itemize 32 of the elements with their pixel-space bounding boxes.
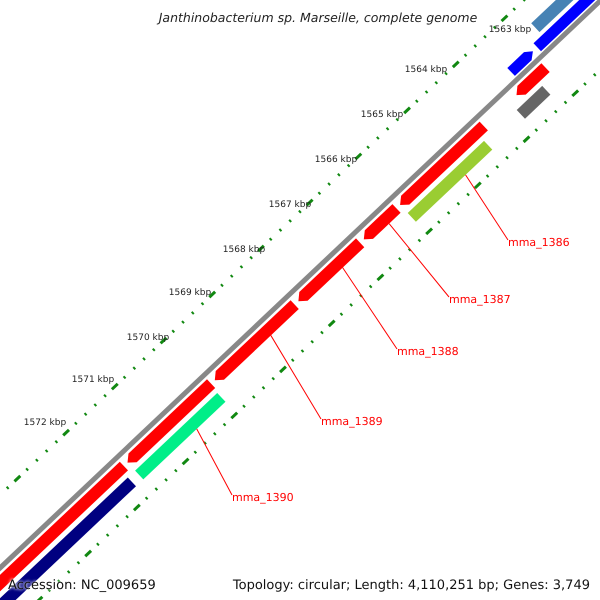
scale-label: 1566 kbp bbox=[314, 155, 358, 165]
gene-feature bbox=[135, 393, 226, 480]
gene-feature bbox=[408, 140, 492, 222]
scale-label: 1567 kbp bbox=[268, 200, 312, 210]
scale-label: 1570 kbp bbox=[126, 333, 170, 343]
genome-info-text: Topology: circular; Length: 4,110,251 bp; Genes: 3,749 bbox=[232, 578, 590, 593]
gene-label: mma_1389 bbox=[321, 415, 383, 428]
gene-feature bbox=[516, 86, 550, 119]
leader-line bbox=[465, 174, 508, 240]
leader-line bbox=[196, 428, 232, 496]
gene-feature bbox=[298, 238, 364, 302]
gene-label: mma_1390 bbox=[232, 491, 294, 504]
gene-label: mma_1388 bbox=[397, 345, 459, 358]
gene-feature bbox=[214, 300, 299, 380]
scale-label: 1571 kbp bbox=[72, 375, 114, 385]
gene-feature bbox=[400, 122, 488, 205]
map-title: Janthinobacterium sp. Marseille, complete genome bbox=[158, 10, 478, 25]
scale-label: 1565 kbp bbox=[360, 110, 404, 120]
leader-line bbox=[270, 334, 322, 420]
scale-label: 1572 kbp bbox=[24, 418, 66, 428]
scale-label: 1569 kbp bbox=[168, 288, 212, 298]
gene-label: mma_1387 bbox=[449, 293, 511, 306]
gene-feature bbox=[507, 51, 533, 76]
leader-line bbox=[342, 267, 398, 350]
scale-label: 1563 kbp bbox=[488, 25, 532, 35]
leader-line bbox=[388, 223, 450, 298]
scale-label: 1564 kbp bbox=[404, 65, 448, 75]
gene-feature bbox=[128, 379, 216, 463]
gene-label: mma_1386 bbox=[508, 236, 570, 249]
gene-feature bbox=[516, 63, 550, 96]
gene-feature bbox=[364, 204, 401, 240]
scale-label: 1568 kbp bbox=[222, 245, 266, 255]
